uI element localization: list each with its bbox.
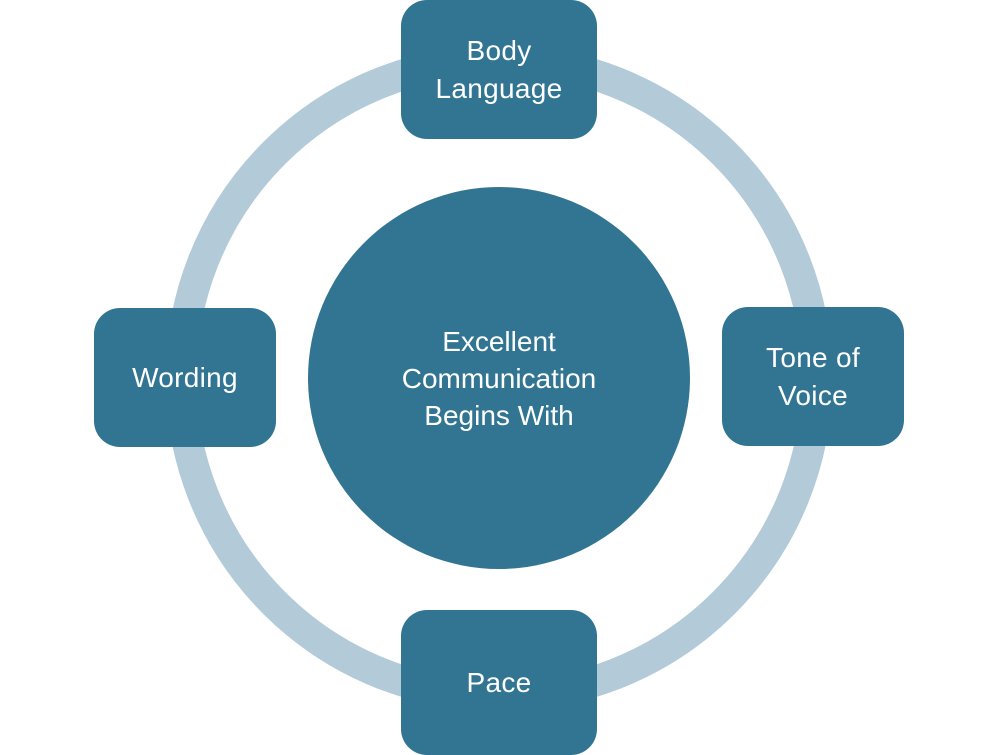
node-label-line: Pace <box>466 666 532 698</box>
node-label-line: Body <box>466 34 532 66</box>
node-label-line: Voice <box>778 379 848 411</box>
node-label-line: Language <box>435 72 563 104</box>
node-body-language: Body Language <box>401 0 597 139</box>
center-text-line: Begins With <box>424 399 574 431</box>
center-circle: Excellent Communication Begins With <box>308 187 690 569</box>
center-text-line: Communication <box>401 362 597 394</box>
node-wording: Wording <box>94 308 276 447</box>
node-tone-of-voice: Tone of Voice <box>722 307 904 446</box>
node-label-line: Tone of <box>766 341 860 373</box>
node-pace: Pace <box>401 610 597 755</box>
node-label-line: Wording <box>132 361 238 393</box>
center-text-line: Excellent <box>442 325 556 357</box>
